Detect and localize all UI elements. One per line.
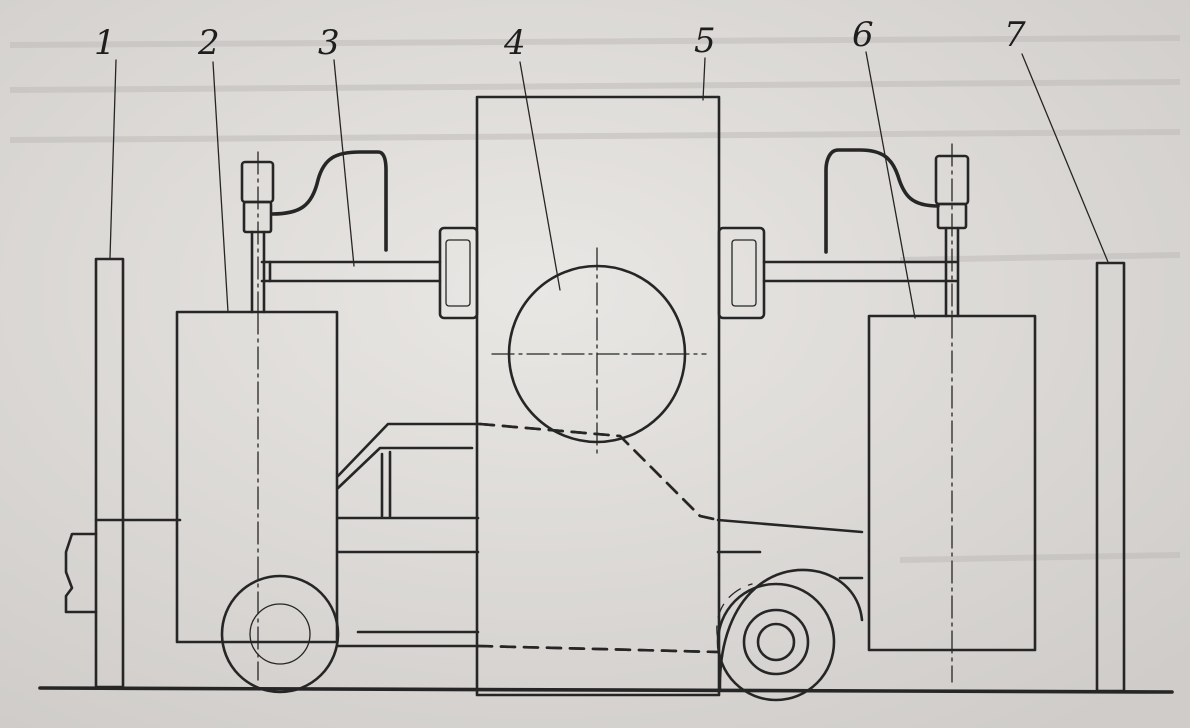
- gantry-frame: [475, 95, 721, 697]
- ground-line: [38, 686, 1174, 694]
- leader-4: [519, 61, 561, 291]
- left-arm-assembly: [240, 150, 479, 320]
- leader-7: [1021, 53, 1109, 263]
- left-guide-post: [94, 257, 125, 689]
- left-arm-bearing: [438, 226, 479, 320]
- right-hose: [824, 148, 940, 254]
- callout-4: 4: [503, 23, 526, 63]
- car-hidden-roof-front: [478, 422, 720, 522]
- left-side-brush: [175, 310, 339, 681]
- gantry-body: [475, 95, 721, 697]
- right-side-brush: [867, 314, 1037, 683]
- car-front-bumper: [64, 532, 98, 614]
- top-brush-roller: [491, 247, 707, 459]
- car-roofline: [336, 422, 482, 478]
- callout-labels: 1 2 3 4 5 6 7: [94, 15, 1026, 63]
- right-arm-assembly: [717, 143, 970, 320]
- leader-5: [702, 57, 706, 101]
- leader-3: [333, 59, 355, 267]
- callout-1: 1: [94, 23, 116, 63]
- leader-1: [109, 59, 117, 259]
- car-hidden-sill-front: [476, 644, 720, 654]
- callout-6: 6: [852, 15, 874, 55]
- rear-wheel-hub: [756, 622, 796, 662]
- callout-leaders: [109, 51, 1109, 319]
- left-brush-body: [175, 310, 339, 644]
- rear-wheel-arch: [718, 568, 864, 692]
- callout-2: 2: [197, 23, 220, 63]
- right-arm-bearing: [717, 226, 766, 320]
- right-guide-post: [1095, 261, 1126, 693]
- front-wheel-hub: [249, 603, 311, 665]
- left-hose: [270, 150, 388, 252]
- rear-wheel-hidden: [716, 583, 753, 641]
- left-arm-bearing-inner: [445, 239, 471, 307]
- car-window-frame: [336, 446, 474, 490]
- car-rear-body: [716, 518, 864, 534]
- callout-5: 5: [694, 21, 716, 61]
- leader-6: [865, 51, 916, 319]
- car-rear-lower: [716, 550, 864, 580]
- right-arm-bearing-inner: [731, 239, 757, 307]
- rear-wheel-rim: [742, 608, 810, 676]
- leader-2: [212, 61, 229, 313]
- callout-7: 7: [1004, 15, 1026, 55]
- callout-3: 3: [318, 23, 340, 63]
